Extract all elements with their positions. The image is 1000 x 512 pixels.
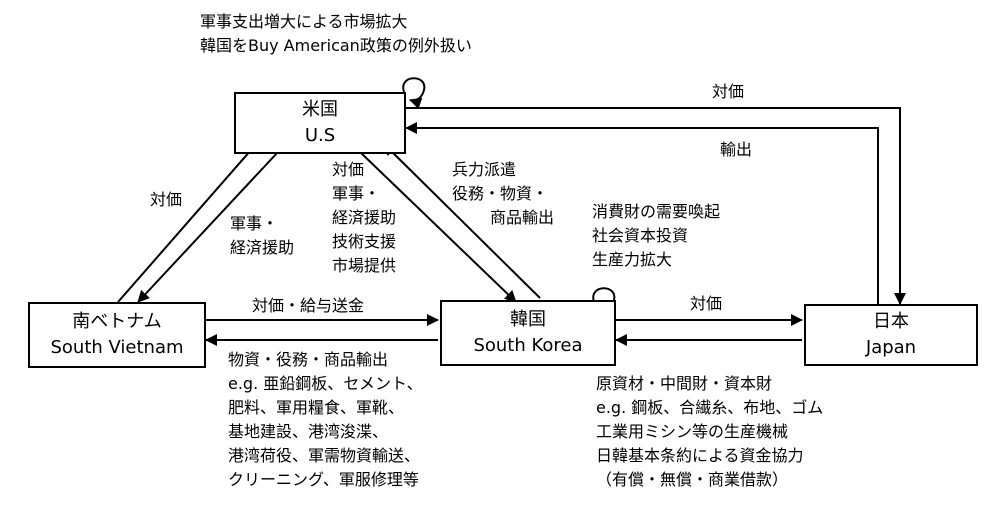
label-us-self-loop: 軍事支出増大による市場拡大 韓国をBuy American政策の例外扱い (200, 12, 472, 55)
node-japan-name-ja: 日本 (873, 311, 909, 332)
node-us-name-ja: 米国 (302, 99, 338, 120)
label-japan-to-us: 対価 (712, 82, 745, 101)
arrow-us-to-korea (359, 151, 517, 303)
arrow-japan-to-us (405, 122, 879, 304)
node-us: 米国 U.S (234, 92, 406, 154)
arrow-korea-to-us (383, 143, 541, 299)
node-korea-name-en: South Korea (473, 335, 583, 356)
label-korea-to-us: 兵力派遣 役務・物資・ 商品輸出 (452, 160, 555, 227)
node-vietnam-name-ja: 南ベトナム (72, 311, 162, 332)
self-loop-us (402, 77, 426, 110)
node-korea-name-ja: 韓国 (510, 309, 546, 330)
node-south-korea: 韓国 South Korea (440, 300, 616, 366)
node-south-vietnam: 南ベトナム South Vietnam (28, 302, 206, 368)
label-us-to-korea: 対価 軍事・ 経済援助 技術支援 市場提供 (332, 160, 397, 275)
node-japan: 日本 Japan (804, 304, 978, 366)
arrow-us-to-japan (406, 107, 906, 305)
label-us-to-japan: 輸出 (720, 140, 753, 159)
label-korea-self-loop: 消費財の需要喚起 社会資本投資 生産力拡大 (592, 202, 721, 269)
node-us-name-en: U.S (304, 125, 336, 146)
label-korea-to-japan: 対価 (690, 294, 723, 313)
label-vietnam-to-us: 対価 (150, 190, 183, 209)
label-us-to-vietnam: 軍事・ 経済援助 (230, 214, 295, 257)
node-vietnam-name-en: South Vietnam (50, 337, 184, 358)
arrow-us-to-vietnam (137, 151, 279, 303)
label-japan-to-korea: 原資材・中間財・資本財 e.g. 鋼板、合繊糸、布地、ゴム 工業用ミシン等の生産… (596, 374, 824, 489)
label-korea-to-vietnam: 物資・役務・商品輸出 e.g. 亜鉛鋼板、セメント、 肥料、軍用糧食、軍靴、 基… (228, 350, 423, 489)
label-vietnam-to-korea: 対価・給与送金 (252, 296, 365, 315)
node-japan-name-en: Japan (865, 337, 917, 358)
arrow-vietnam-to-us (117, 141, 259, 303)
